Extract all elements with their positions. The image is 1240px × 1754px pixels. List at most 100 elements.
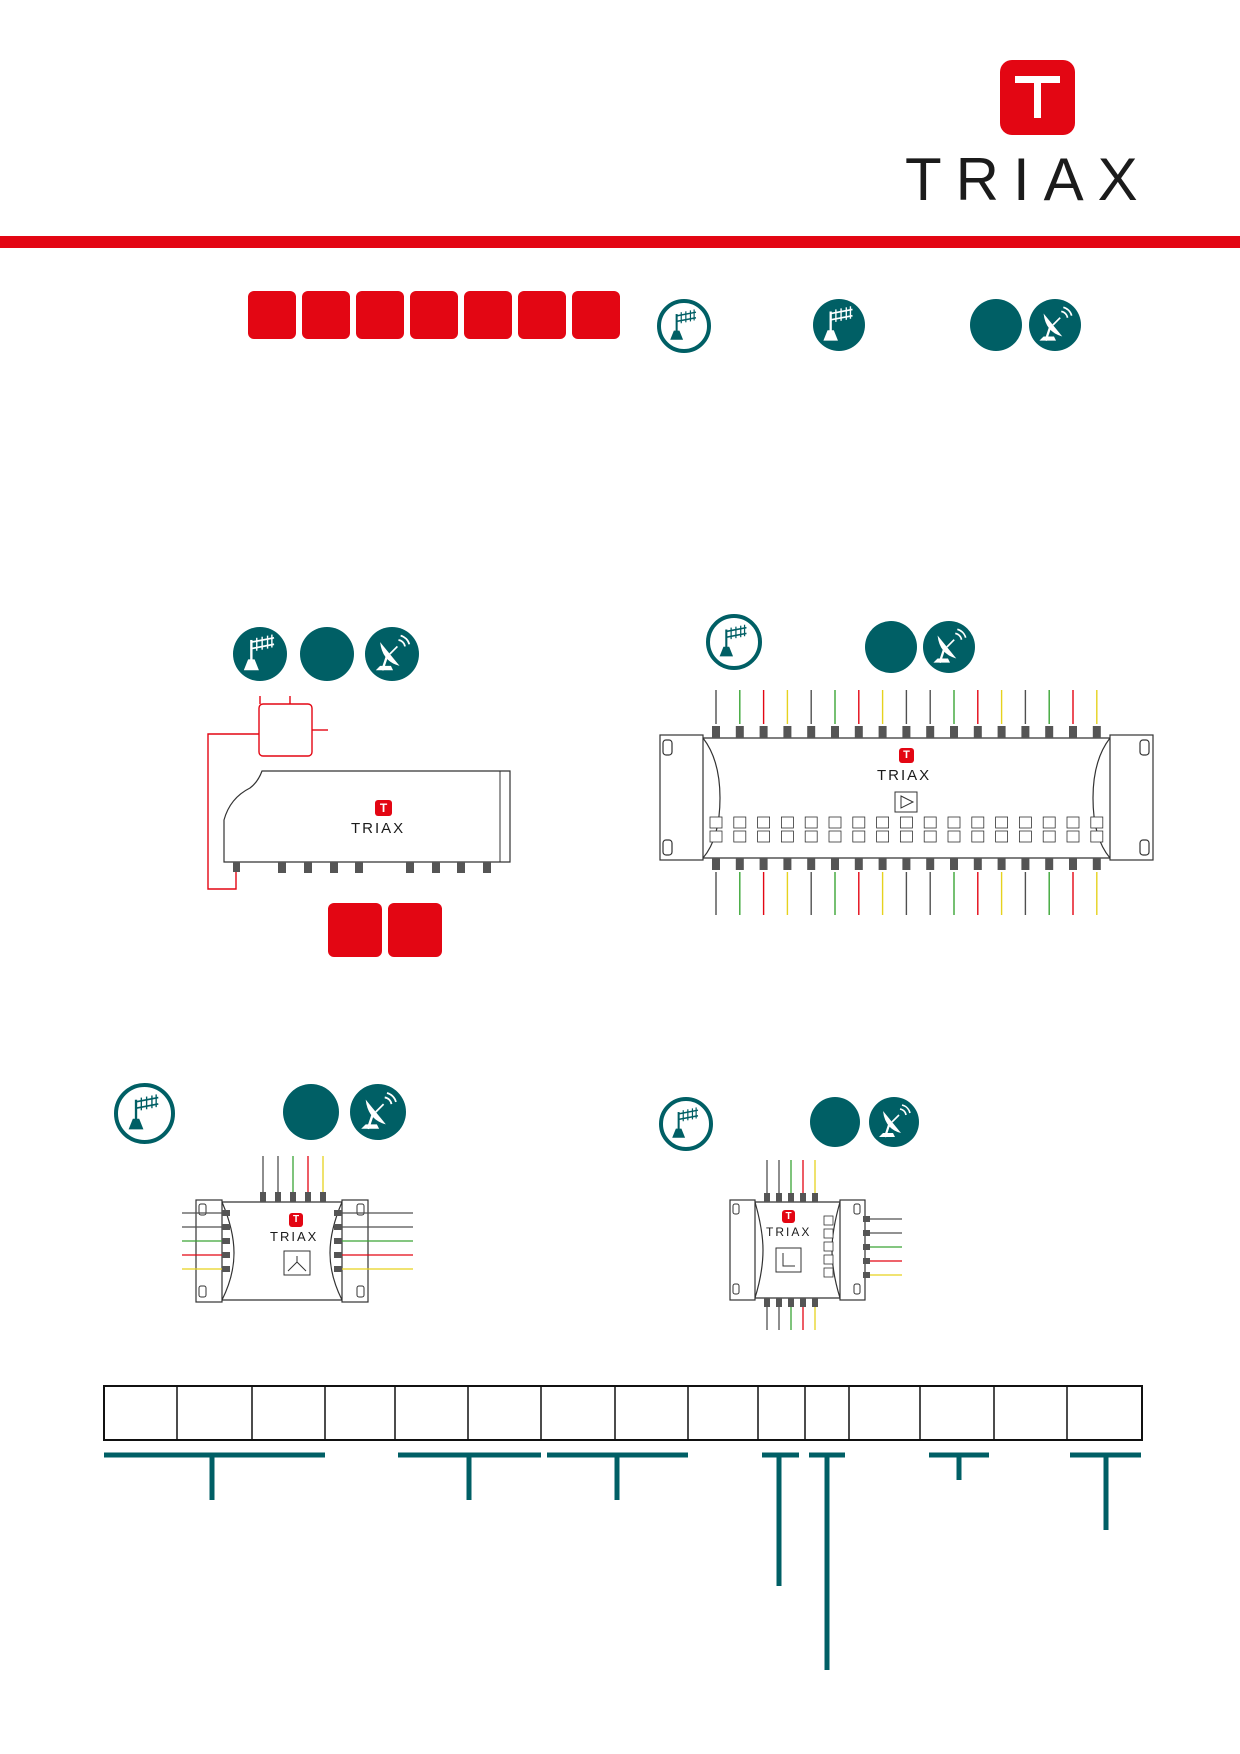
output-connector: [812, 1298, 818, 1307]
port-label: [1090, 816, 1104, 829]
filled-circle-icon: [970, 299, 1022, 351]
input-connector: [305, 1192, 311, 1202]
port-label: [828, 816, 842, 829]
output-connector: [334, 1224, 342, 1230]
device-logo-icon: T: [289, 1213, 303, 1227]
input-connector: [783, 726, 792, 738]
port-label: [757, 830, 770, 843]
port-label: [709, 816, 723, 829]
input-connector: [759, 726, 768, 738]
filled-circle-icon: [283, 1084, 339, 1140]
input-connector: [260, 1192, 266, 1202]
badge-box: [410, 291, 458, 339]
mounting-hole: [1139, 839, 1150, 856]
input-connector: [902, 726, 911, 738]
port-label: [1018, 816, 1032, 829]
input-connector: [788, 1193, 794, 1202]
mounting-bracket: [195, 1199, 223, 1303]
input-connector: [1069, 726, 1077, 738]
port-label: [828, 830, 842, 843]
badge-box: [248, 291, 296, 339]
port-label: [757, 816, 770, 829]
output-connector: [863, 1272, 870, 1278]
input-connector: [1092, 726, 1101, 738]
port-label: [1018, 830, 1032, 843]
terrestrial-antenna-icon: [114, 1083, 175, 1144]
port-label: [947, 816, 961, 829]
output-connector: [800, 1298, 806, 1307]
output-connector: [776, 1298, 782, 1307]
port-label: [781, 830, 794, 843]
port-label: [852, 830, 866, 843]
mounting-hole: [356, 1203, 365, 1216]
output-connector: [807, 858, 816, 870]
amplifier-drawing: [207, 696, 511, 890]
multiswitch-icon: [782, 1253, 795, 1267]
output-connector: [334, 1238, 342, 1244]
input-connector: [800, 1193, 806, 1202]
output-connector: [854, 858, 863, 870]
output-connector: [831, 858, 839, 870]
port-label: [823, 1267, 834, 1278]
mounting-bracket: [659, 734, 704, 861]
input-connector: [776, 1193, 782, 1202]
input-connector: [1045, 726, 1054, 738]
output-connector: [863, 1258, 870, 1264]
input-connector: [712, 726, 720, 738]
input-connector: [854, 726, 863, 738]
terrestrial-antenna-icon: [659, 1097, 713, 1151]
port-label: [804, 816, 818, 829]
port-label: [823, 1241, 834, 1252]
port-label: [876, 816, 890, 829]
port-label: [947, 830, 961, 843]
mounting-bracket: [839, 1199, 866, 1301]
amplifier-triangle-icon: [900, 795, 915, 809]
output-connector: [863, 1216, 870, 1222]
mounting-hole: [662, 739, 673, 756]
mounting-hole: [732, 1203, 740, 1215]
splitter-housing: [221, 1201, 343, 1301]
mounting-hole: [853, 1283, 861, 1295]
output-connector: [1069, 858, 1077, 870]
multiswitch-symbol: [775, 1247, 802, 1273]
output-connector: [334, 1266, 342, 1272]
device-brand-label: TRIAX: [351, 820, 406, 837]
port-label: [1066, 816, 1080, 829]
input-connector: [878, 726, 887, 738]
satellite-dish-icon: [923, 621, 975, 673]
badge-box: [302, 291, 350, 339]
input-connector: [973, 726, 982, 738]
output-connector: [759, 858, 768, 870]
mounting-hole: [356, 1285, 365, 1298]
table-frame: [103, 1385, 1143, 1441]
badge-box: [388, 903, 442, 957]
output-connector: [1092, 858, 1101, 870]
port-label: [733, 830, 747, 843]
port-label: [995, 816, 1009, 829]
mounting-hole: [198, 1285, 207, 1298]
terrestrial-antenna-icon: [657, 299, 711, 353]
port-label: [876, 830, 890, 843]
input-connector: [275, 1192, 281, 1202]
mounting-bracket: [729, 1199, 756, 1301]
mounting-bracket: [341, 1199, 369, 1303]
mounting-hole: [853, 1203, 861, 1215]
input-connector: [1021, 726, 1030, 738]
port-label: [923, 816, 937, 829]
input-connector: [807, 726, 816, 738]
port-label: [823, 1254, 834, 1265]
port-label: [823, 1215, 834, 1226]
output-connector: [863, 1244, 870, 1250]
input-connector: [831, 726, 839, 738]
terrestrial-antenna-icon: [706, 614, 762, 670]
input-connector: [926, 726, 935, 738]
output-connector: [902, 858, 911, 870]
port-label: [852, 816, 866, 829]
satellite-dish-icon: [869, 1097, 919, 1147]
output-connector: [783, 858, 792, 870]
mounting-hole: [198, 1203, 207, 1216]
mounting-hole: [662, 839, 673, 856]
mounting-hole: [732, 1283, 740, 1295]
port-label: [823, 1228, 834, 1239]
input-connector: [997, 726, 1006, 738]
